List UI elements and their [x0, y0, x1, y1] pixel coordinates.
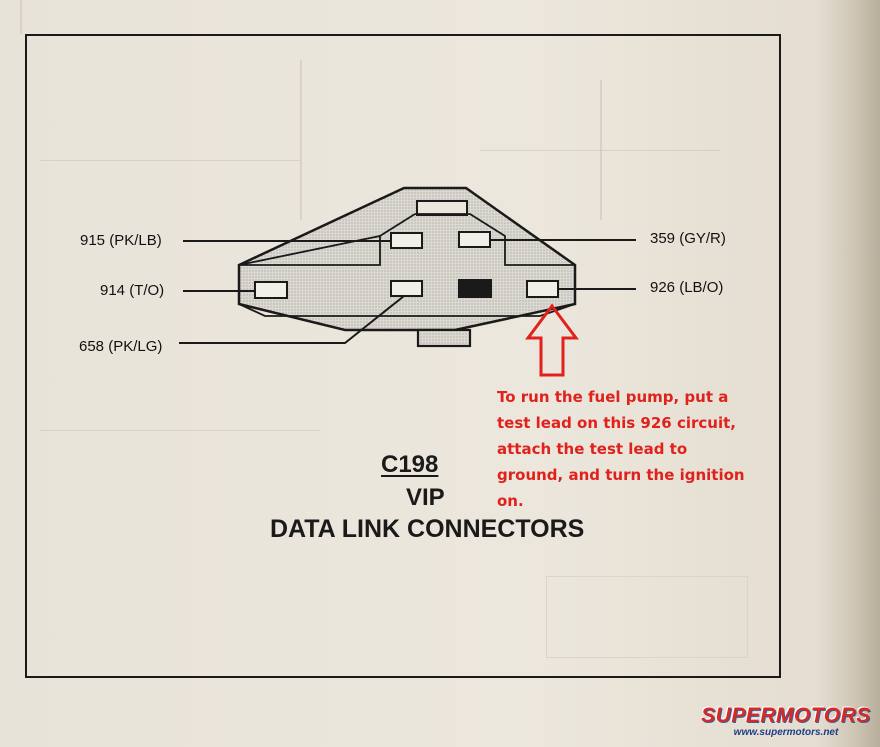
cavity-914 — [254, 281, 288, 299]
leader-lines — [179, 239, 636, 344]
bleed-line — [40, 160, 300, 161]
cavity-926 — [526, 280, 559, 298]
pin-label-359: 359 (GY/R) — [650, 230, 726, 247]
connector-body — [237, 186, 577, 348]
connector-code: C198 — [381, 451, 439, 478]
bleed-line — [20, 0, 22, 34]
diagram-title: DATA LINK CONNECTORS — [270, 515, 585, 543]
diagram-frame — [25, 34, 781, 678]
watermark-url: www.supermotors.net — [733, 727, 839, 738]
arrow-icon — [525, 303, 579, 377]
pin-label-658: 658 (PK/LG) — [79, 338, 163, 355]
watermark-logo: SUPERMOTORS — [701, 704, 871, 727]
cavity-658 — [390, 280, 423, 297]
cavity-915 — [390, 232, 423, 249]
bleed-line — [40, 430, 320, 431]
cavity-blank — [458, 279, 492, 298]
pin-label-915: 915 (PK/LB) — [80, 232, 162, 249]
fuel-pump-instructions: To run the fuel pump, put a test lead on… — [497, 388, 745, 510]
connector-name: VIP — [406, 484, 445, 511]
bleed-line — [480, 150, 720, 151]
cavity-359 — [458, 231, 491, 248]
pin-label-914: 914 (T/O) — [100, 282, 165, 299]
watermark: SUPERMOTORS www.supermotors.net — [698, 705, 874, 739]
bleed-line — [546, 576, 748, 658]
bleed-line — [300, 60, 302, 220]
pin-label-926: 926 (LB/O) — [650, 279, 724, 296]
